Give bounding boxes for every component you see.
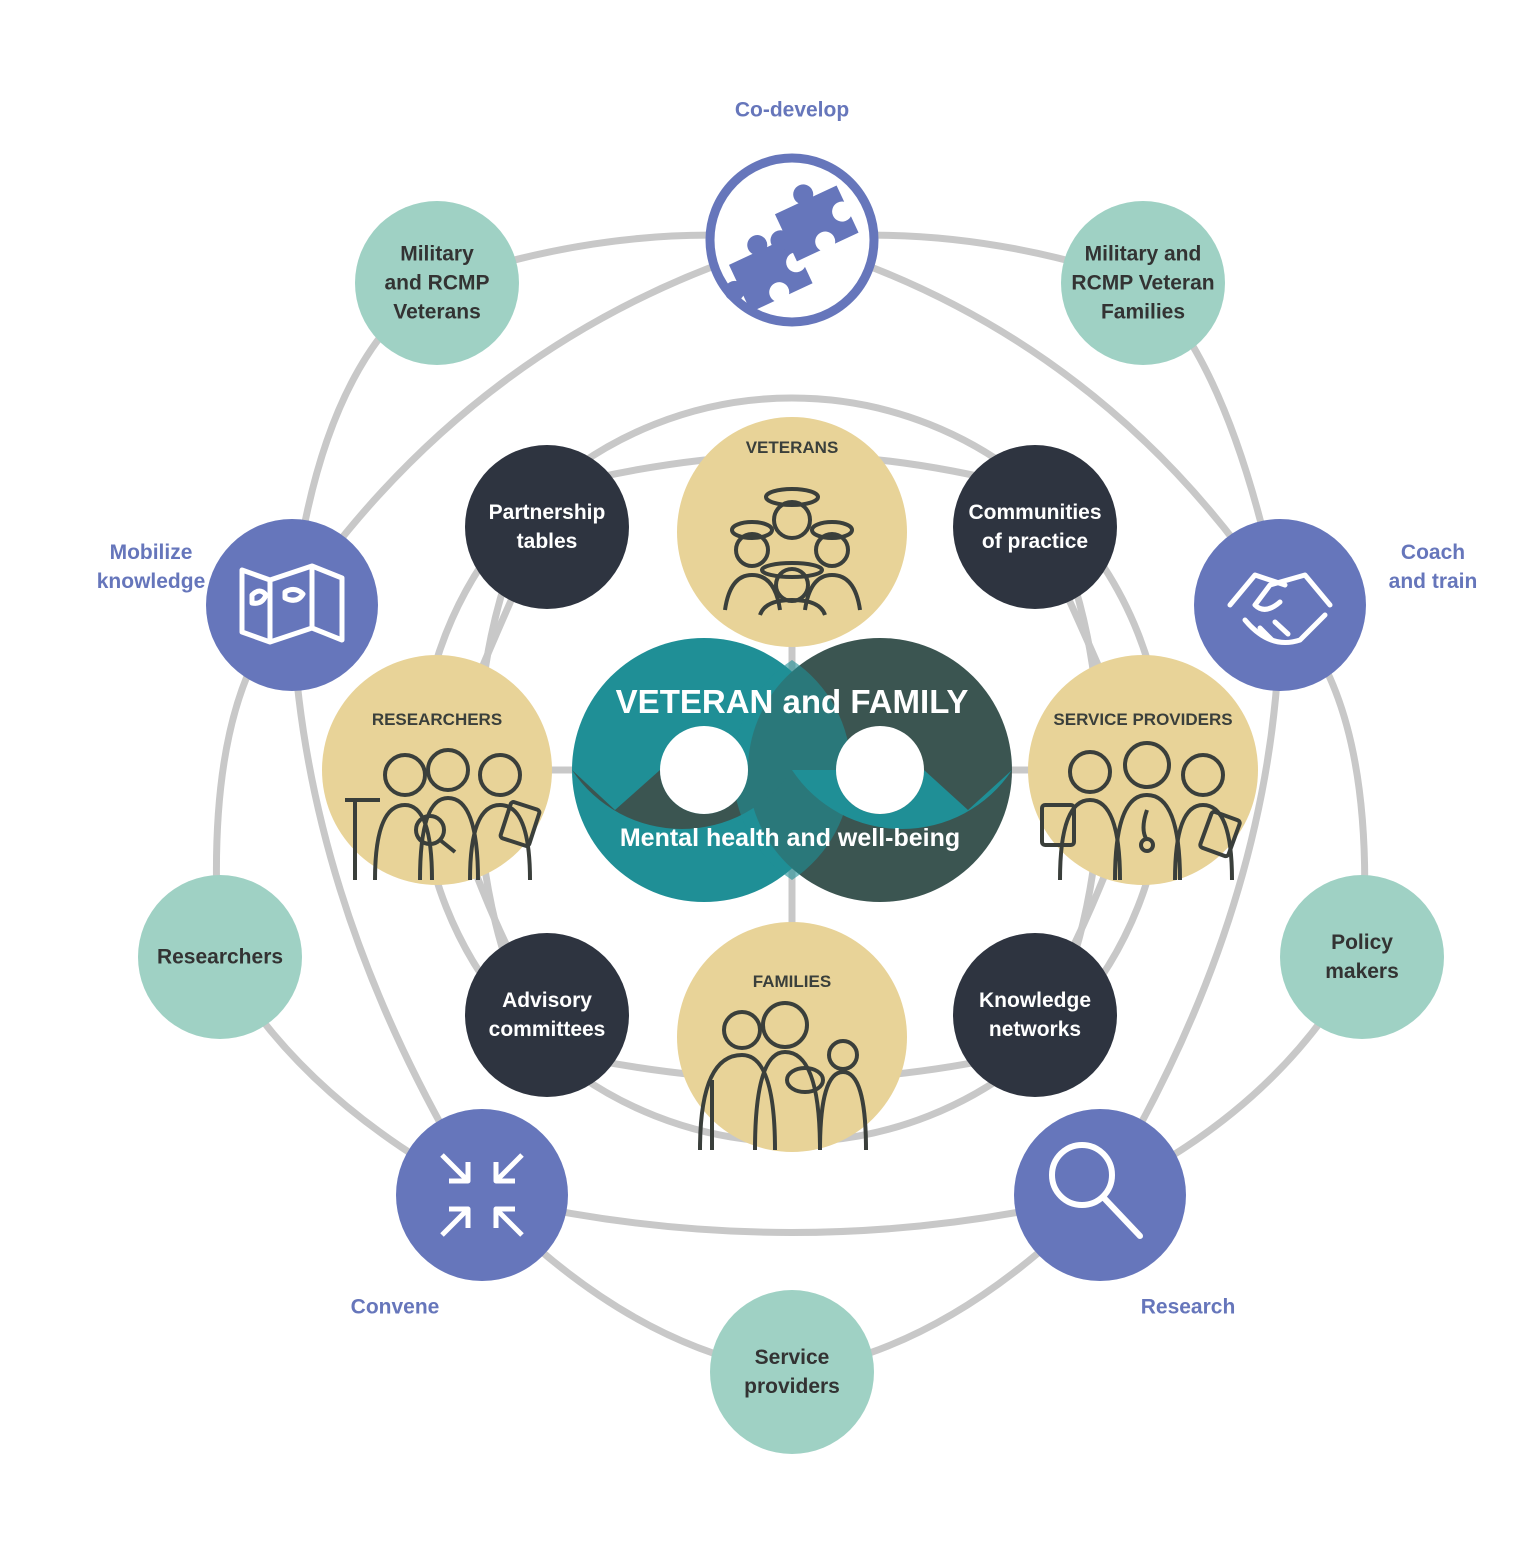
center-infinity (572, 638, 1012, 902)
convene-node (396, 1109, 568, 1281)
family-group-icon (698, 1001, 868, 1151)
research-node (1014, 1109, 1186, 1281)
service-providers-group-icon (1040, 741, 1242, 881)
communities-of-practice-node (953, 445, 1117, 609)
policy-makers-node (1280, 875, 1444, 1039)
mobilize-knowledge-label: Mobilize knowledge (96, 541, 206, 593)
veterans-node (677, 417, 907, 647)
military-rcmp-veteran-families-node (1061, 201, 1225, 365)
co-develop-label: Co-develop (734, 98, 850, 122)
researchers-outer-node (138, 875, 302, 1039)
partnership-tables-node (465, 445, 629, 609)
connector-line (478, 1191, 1104, 1236)
advisory-committees-label: Advisory committees (488, 989, 606, 1041)
center-title: VETERAN and FAMILY (615, 683, 969, 720)
magnifier-icon (1049, 1142, 1143, 1239)
infinity-overlap (732, 660, 852, 880)
puzzle-icon (724, 184, 859, 312)
service-providers-outer-node (710, 1290, 874, 1454)
activity-nodes (206, 153, 1366, 1281)
inner-ring-nodes (322, 417, 1258, 1152)
service-providers-label: SERVICE PROVIDERS (1053, 710, 1233, 729)
families-label: FAMILIES (752, 972, 832, 991)
researchers-label: RESEARCHERS (371, 710, 503, 729)
mechanism-nodes (465, 445, 1117, 1097)
mobilize-knowledge-node (206, 519, 378, 691)
knowledge-networks-label: Knowledge networks (978, 989, 1092, 1041)
partnership-tables-label: Partnership tables (488, 501, 606, 553)
policy-makers-label: Policy makers (1325, 931, 1399, 983)
infinity-left-hole (660, 726, 748, 814)
veterans-label: VETERANS (745, 438, 839, 457)
veterans-group-icon (723, 487, 862, 616)
communities-of-practice-label: Communities of practice (968, 501, 1102, 553)
advisory-committees-node (465, 933, 629, 1097)
researchers-outer-label: Researchers (156, 945, 284, 969)
military-rcmp-veterans-label: Military and RCMP Veterans (384, 242, 490, 324)
center-subtitle: Mental health and well-being (619, 824, 961, 852)
handshake-icon (1227, 572, 1333, 645)
convene-label: Convene (350, 1295, 440, 1319)
map-icon (239, 563, 345, 645)
coach-and-train-label: Coach and train (1388, 541, 1478, 593)
knowledge-networks-node (953, 933, 1117, 1097)
audience-nodes (138, 201, 1444, 1454)
military-rcmp-veteran-families-label: Military and RCMP Veteran Families (1071, 242, 1215, 324)
families-node (677, 922, 907, 1152)
connector-line (788, 236, 1284, 609)
infinity-right-hole (836, 726, 924, 814)
researchers-group-icon (345, 748, 542, 881)
infinity-left-lower (572, 770, 792, 830)
military-rcmp-veterans-node (355, 201, 519, 365)
service-providers-outer-label: Service providers (744, 1346, 840, 1398)
research-label: Research (1140, 1295, 1236, 1319)
service-providers-node (1028, 655, 1258, 885)
converge-arrows-icon (440, 1153, 524, 1237)
connector-line (288, 236, 796, 609)
infinity-right-lower (792, 770, 1012, 830)
